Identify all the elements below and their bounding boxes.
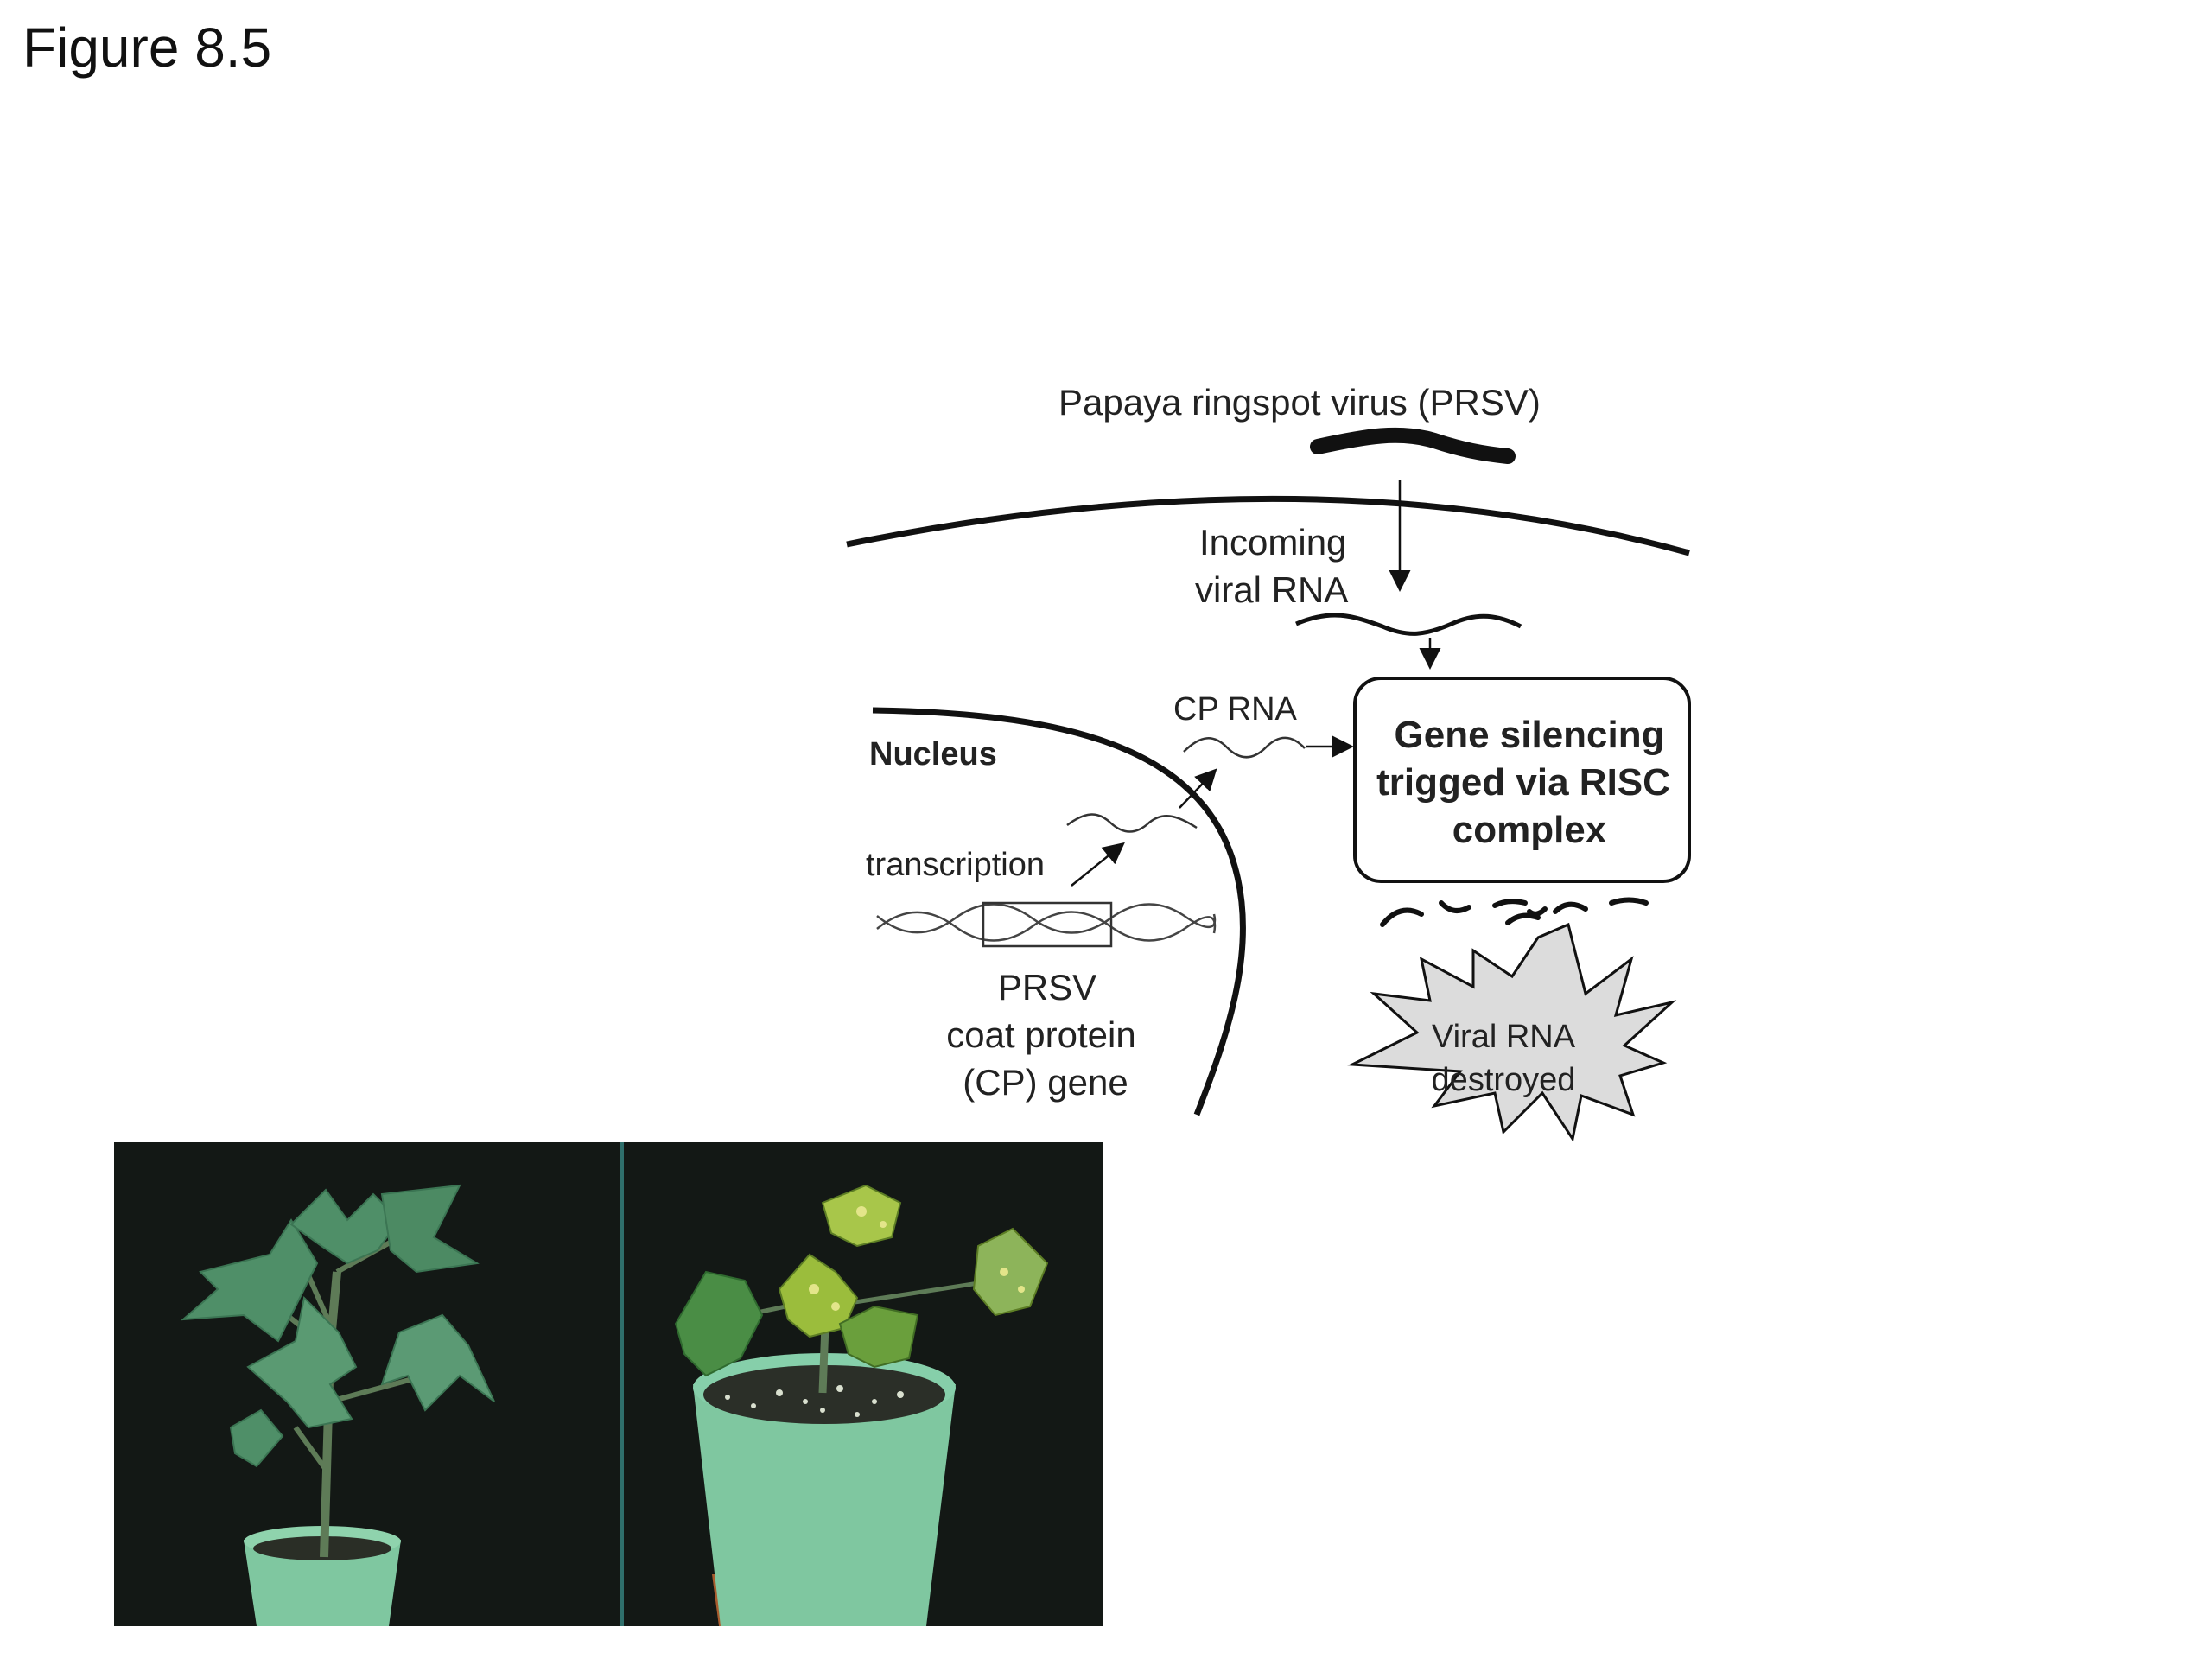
gene-label-line2: coat protein bbox=[946, 1014, 1135, 1055]
gene-label-line3: (CP) gene bbox=[963, 1062, 1128, 1103]
cp-rna-label: CP RNA bbox=[1173, 691, 1298, 728]
transcription-label: transcription bbox=[866, 847, 1045, 883]
nucleus-label: Nucleus bbox=[869, 736, 997, 772]
silencing-line2: trigged via RISC bbox=[1376, 761, 1670, 804]
incoming-viral-rna bbox=[1296, 615, 1521, 633]
photo-infected-papaya bbox=[624, 1142, 1103, 1626]
transcription-arrow bbox=[1071, 845, 1122, 886]
gene-label-line1: PRSV bbox=[998, 967, 1096, 1007]
rna-fragments bbox=[1382, 900, 1646, 925]
photo-healthy-papaya bbox=[114, 1142, 620, 1626]
healthy-plant-illustration bbox=[114, 1142, 620, 1626]
transcript-wave bbox=[1067, 815, 1197, 832]
destroyed-line2: destroyed bbox=[1432, 1062, 1576, 1098]
virus-label: Papaya ringspot virus (PRSV) bbox=[1058, 382, 1541, 423]
cp-rna-wave bbox=[1184, 738, 1305, 757]
infected-plant-illustration bbox=[624, 1142, 1103, 1626]
virus-particle bbox=[1318, 435, 1508, 456]
destroyed-line1: Viral RNA bbox=[1432, 1019, 1576, 1055]
silencing-line3: complex bbox=[1452, 809, 1607, 851]
silencing-line1: Gene silencing bbox=[1395, 714, 1665, 756]
incoming-label-line2: viral RNA bbox=[1195, 569, 1348, 610]
incoming-label-line1: Incoming bbox=[1199, 522, 1346, 563]
